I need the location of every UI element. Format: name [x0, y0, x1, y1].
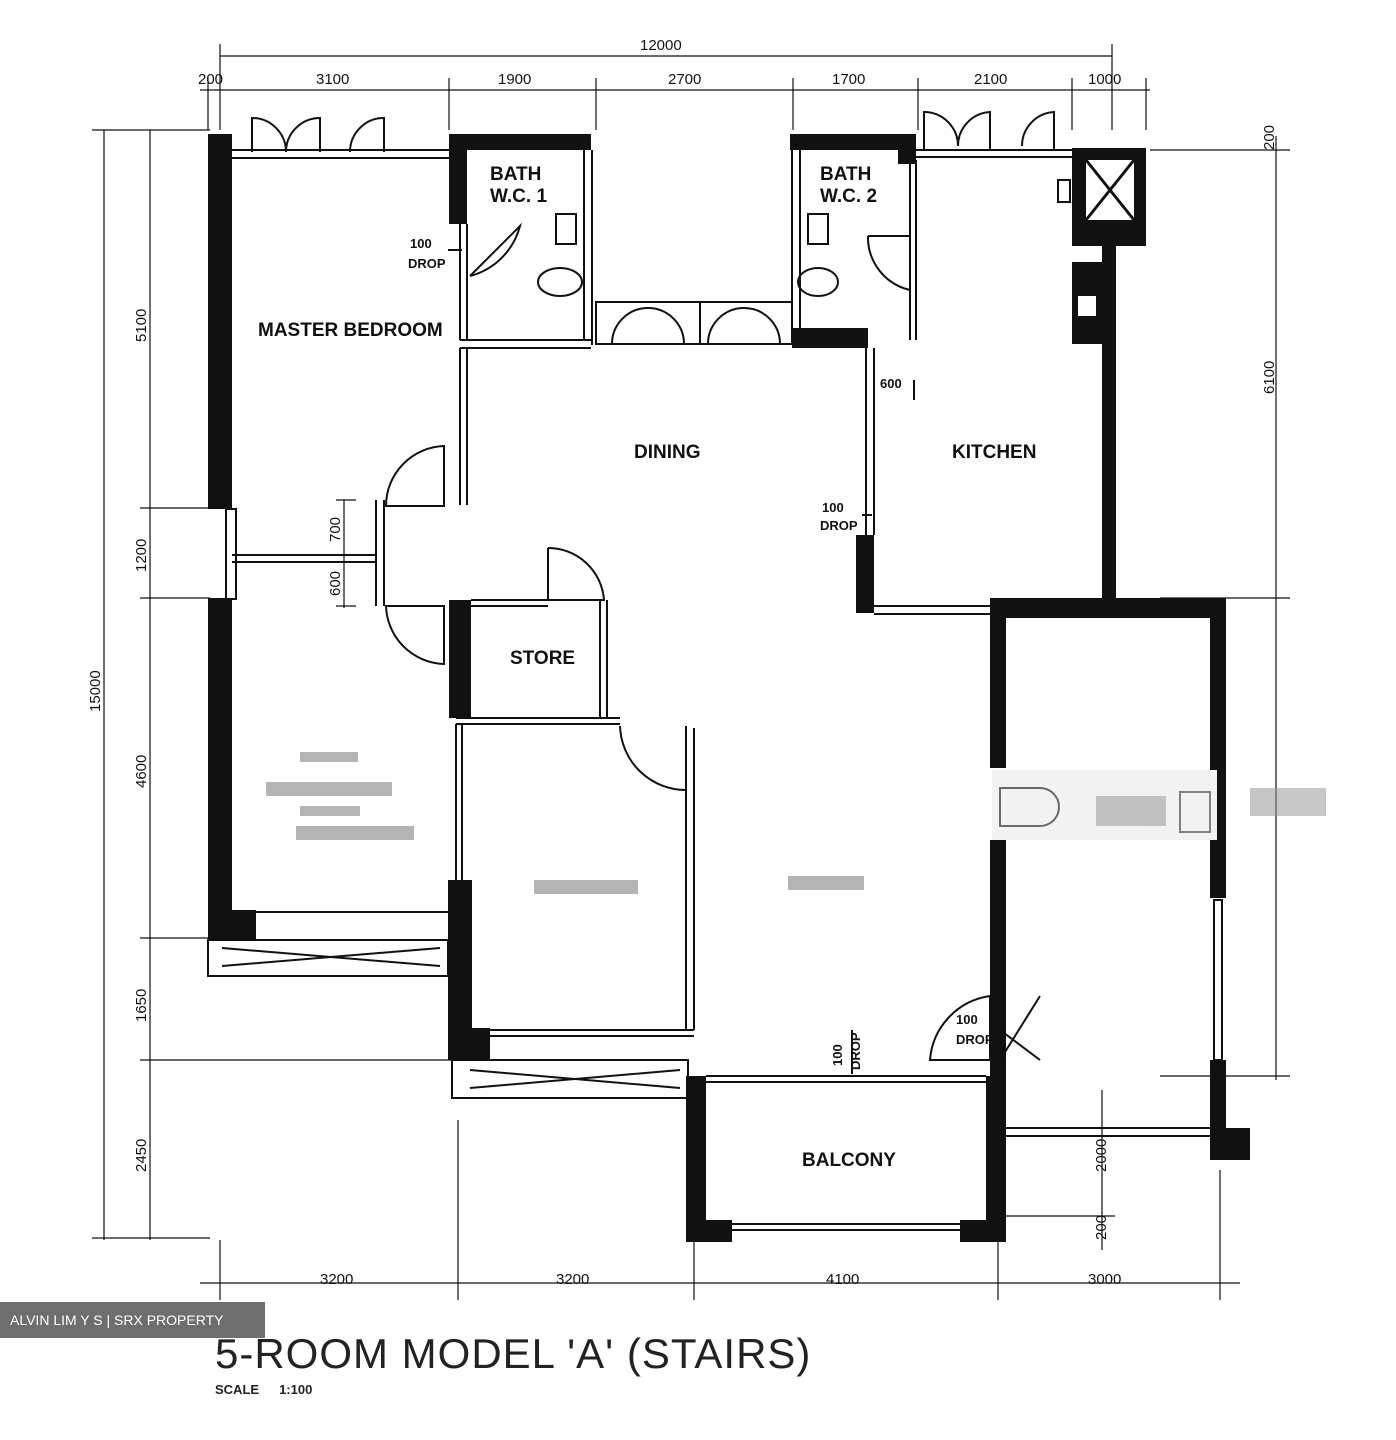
- scale-value: 1:100: [279, 1382, 313, 1397]
- dimension-lines: [92, 44, 1290, 1300]
- dim-top-3: 1900: [498, 71, 531, 88]
- dim-bottom-2: 3200: [556, 1271, 589, 1288]
- drop-labels: 100 DROP 600 100 DROP 100 DROP 100 DROP: [408, 236, 994, 1070]
- drop-e-value: 100: [830, 1044, 845, 1066]
- drop-d-value: 100: [956, 1012, 978, 1027]
- dim-right-2: 6100: [1261, 361, 1278, 394]
- dim-top-7: 1000: [1088, 71, 1121, 88]
- bath2-label-2: W.C. 2: [820, 186, 877, 207]
- dim-left-total: 15000: [87, 670, 104, 712]
- drop-e-label: DROP: [848, 1032, 863, 1070]
- dimension-labels: 12000 200 3100 1900 2700 1700 2100 1000 …: [87, 37, 1278, 1288]
- drop-a-value: 100: [410, 236, 432, 251]
- partitions: [207, 149, 1223, 1231]
- drop-c-label: DROP: [820, 518, 858, 533]
- drop-arrows: [448, 249, 915, 1074]
- dim-top-2: 3100: [316, 71, 349, 88]
- dim-bottom-4: 3000: [1088, 1271, 1121, 1288]
- drop-b-value: 600: [880, 376, 902, 391]
- dim-right-4: 200: [1093, 1215, 1110, 1240]
- dim-bottom-3: 4100: [826, 1271, 859, 1288]
- dim-top-5: 1700: [832, 71, 865, 88]
- dim-top-1: 200: [198, 71, 223, 88]
- dim-right-3: 2000: [1093, 1139, 1110, 1172]
- dim-top-total: 12000: [640, 37, 682, 54]
- illegible-labels: [266, 752, 1326, 894]
- dim-right-1: 200: [1261, 125, 1278, 150]
- drop-a-label: DROP: [408, 256, 446, 271]
- plan-title: 5-ROOM MODEL 'A' (STAIRS): [215, 1330, 812, 1377]
- dim-inner-700: 700: [327, 517, 344, 542]
- room-labels: MASTER BEDROOM BATH W.C. 1 BATH W.C. 2 D…: [258, 164, 1036, 1171]
- dim-bottom-1: 3200: [320, 1271, 353, 1288]
- watermark-banner: ALVIN LIM Y S | SRX PROPERTY: [0, 1302, 265, 1338]
- bath1-label-1: BATH: [490, 164, 541, 185]
- dim-left-1: 5100: [133, 309, 150, 342]
- drop-c-value: 100: [822, 500, 844, 515]
- walls: [208, 134, 1250, 1242]
- balcony-label: BALCONY: [802, 1150, 896, 1171]
- dim-top-6: 2100: [974, 71, 1007, 88]
- kitchen-label: KITCHEN: [952, 442, 1036, 463]
- store-label: STORE: [510, 648, 575, 669]
- bath2-label-1: BATH: [820, 164, 871, 185]
- master-bedroom-label: MASTER BEDROOM: [258, 320, 443, 341]
- dim-inner-600: 600: [327, 571, 344, 596]
- dim-left-5: 2450: [133, 1139, 150, 1172]
- bath1-label-2: W.C. 1: [490, 186, 547, 207]
- scale-label: SCALE: [215, 1382, 260, 1397]
- drop-d-label: DROP: [956, 1032, 994, 1047]
- dim-left-3: 4600: [133, 755, 150, 788]
- dim-left-2: 1200: [133, 539, 150, 572]
- dining-label: DINING: [634, 442, 701, 463]
- dim-left-4: 1650: [133, 989, 150, 1022]
- dim-top-4: 2700: [668, 71, 701, 88]
- doors: [251, 110, 1217, 1061]
- scale-note: SCALE 1:100: [215, 1382, 312, 1397]
